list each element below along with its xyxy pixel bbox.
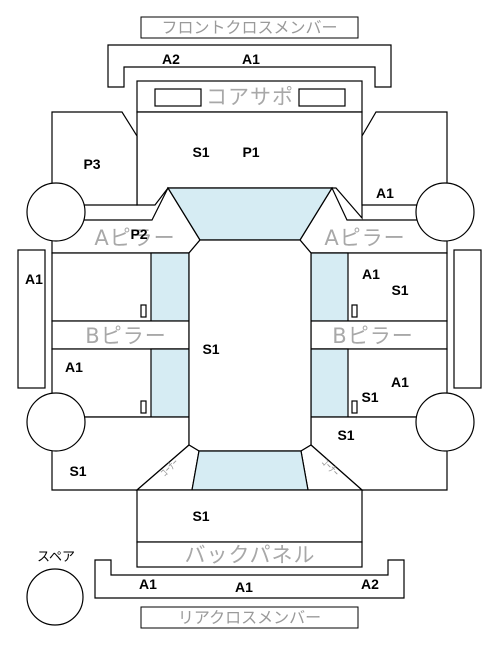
front-door-handle-right[interactable]: [351, 304, 358, 318]
side-sill-left[interactable]: [17, 249, 46, 389]
rear-bumper[interactable]: [94, 559, 405, 599]
spare-tire[interactable]: [26, 568, 84, 626]
headlight-left[interactable]: [154, 88, 202, 107]
rear-door-window-left[interactable]: [150, 348, 190, 418]
front-door-window-right[interactable]: [310, 252, 349, 322]
b-pillar-left[interactable]: [51, 320, 190, 350]
front-door-right-code-a1: A1: [362, 266, 380, 282]
front-bumper-code-a2: A2: [162, 51, 180, 67]
headlight-right[interactable]: [298, 88, 346, 107]
rear-quarter-right-code: S1: [337, 427, 354, 443]
rear-bumper-code-a1: A1: [235, 579, 253, 595]
a-pillar-right-label: Aピラー: [324, 226, 405, 250]
core-support-label: コアサポ: [206, 85, 294, 109]
rear-door-right-code-a1: A1: [391, 374, 409, 390]
front-cross-member-box[interactable]: [140, 16, 359, 39]
rear-door-handle-left[interactable]: [140, 400, 147, 414]
rear-quarter-left-code: S1: [69, 463, 86, 479]
front-wheel-left[interactable]: [26, 182, 86, 242]
front-fender-right-code: A1: [376, 185, 394, 201]
rear-cross-member-box[interactable]: [140, 606, 359, 629]
hood-code-p1: P1: [242, 144, 259, 160]
front-fender-right[interactable]: [361, 111, 448, 206]
back-panel-label: バックパネル: [185, 543, 316, 567]
front-door-right-code-s1: S1: [391, 282, 408, 298]
rear-bumper-code-a2: A2: [361, 576, 379, 592]
a-pillar-code-p2: P2: [130, 226, 147, 242]
rear-bumper-code-a1-left: A1: [139, 576, 157, 592]
rear-door-handle-right[interactable]: [351, 400, 358, 414]
front-fender-left-code: P3: [83, 156, 100, 172]
b-pillar-right-label: Bピラー: [332, 324, 413, 348]
front-bumper[interactable]: [107, 44, 392, 88]
front-wheel-right[interactable]: [415, 182, 475, 242]
front-door-window-left[interactable]: [150, 252, 190, 322]
rear-door-left-code: A1: [65, 359, 83, 375]
rear-cross-member-label: リアクロスメンバー: [178, 608, 321, 627]
rear-wheel-left[interactable]: [26, 392, 86, 452]
a-pillar-left-label: Aピラー: [94, 226, 175, 250]
roof-code: S1: [202, 341, 219, 357]
rear-window[interactable]: [191, 450, 309, 491]
back-panel[interactable]: [136, 541, 363, 568]
front-bumper-code-a1: A1: [242, 51, 260, 67]
rear-wheel-right[interactable]: [415, 392, 475, 452]
b-pillar-left-label: Bピラー: [85, 324, 166, 348]
rear-door-window-right[interactable]: [310, 348, 349, 418]
trunk[interactable]: [136, 489, 363, 543]
b-pillar-right[interactable]: [310, 320, 448, 350]
spare-label: スペア: [37, 550, 75, 565]
rear-door-right-code-s1: S1: [361, 389, 378, 405]
side-sill-left-code: A1: [25, 271, 43, 287]
hood-code-s1: S1: [192, 144, 209, 160]
front-door-handle-left[interactable]: [140, 304, 147, 318]
side-sill-right[interactable]: [453, 249, 482, 389]
trunk-code: S1: [192, 508, 209, 524]
front-cross-member-label: フロントクロスメンバー: [161, 18, 337, 37]
